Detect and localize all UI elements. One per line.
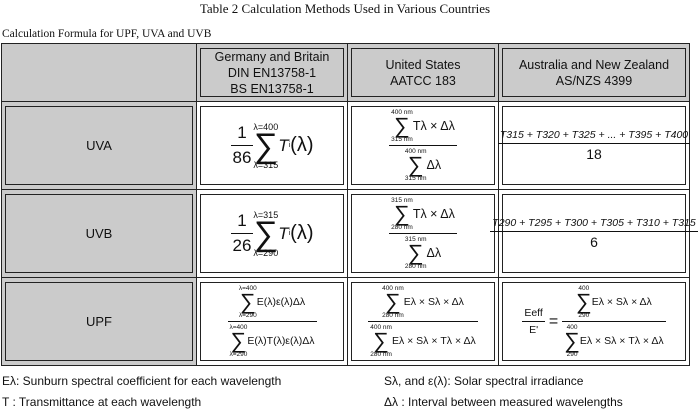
formula-au-uva: T315 + T320 + T325 + ... + T395 + T400 1… <box>497 101 691 190</box>
header-united-states: United States AATCC 183 <box>347 43 499 102</box>
row-label-uva: UVA <box>1 101 197 190</box>
legend-delta: Δλ : Interval between measured wavelengt… <box>384 395 623 409</box>
legend-e-lambda: Eλ: Sunburn spectral coefficient for eac… <box>2 374 282 388</box>
row-label-uvb: UVB <box>1 189 197 278</box>
header-germany-britain: Germany and Britain DIN EN13758-1 BS EN1… <box>196 43 348 102</box>
legend-t: T : Transmittance at each wavelength <box>2 395 202 409</box>
table-title: Table 2 Calculation Methods Used in Vari… <box>199 1 491 16</box>
header-australia-nz: Australia and New Zealand AS/NZS 4399 <box>498 43 690 102</box>
row-label-upf: UPF <box>1 277 197 366</box>
table-subtitle: Calculation Formula for UPF, UVA and UVB <box>2 28 212 40</box>
formula-au-uvb: T290 + T295 + T300 + T305 + T310 + T315 … <box>490 189 698 278</box>
legend-s-lambda: Sλ, and ε(λ): Solar spectral irradiance <box>384 374 584 388</box>
header-corner <box>1 43 197 102</box>
calculation-methods-table: Germany and Britain DIN EN13758-1 BS EN1… <box>1 43 698 366</box>
